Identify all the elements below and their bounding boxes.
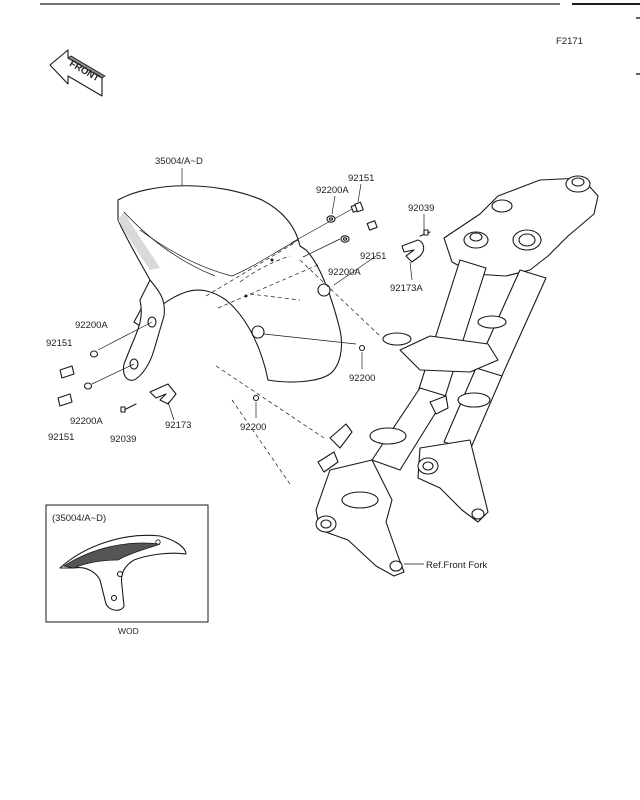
inset-fender xyxy=(59,534,187,611)
hardware-left xyxy=(57,350,260,413)
label-nut-right: 92200 xyxy=(349,373,375,384)
figure-code: F2171 xyxy=(556,36,583,47)
label-bolt-left-b: 92151 xyxy=(48,432,74,443)
label-screw-left: 92039 xyxy=(110,434,136,445)
label-washer-top-b: 92200A xyxy=(328,267,361,278)
front-arrow-icon: FRONT xyxy=(49,49,106,97)
label-bolt-top-b: 92151 xyxy=(360,251,386,262)
label-washer-left: 92200A xyxy=(75,320,108,331)
label-nut-center: 92200 xyxy=(240,422,266,433)
label-bolt-top-a: 92151 xyxy=(348,173,374,184)
inset-title: (35004/A~D) xyxy=(52,513,106,524)
label-screw-right: 92039 xyxy=(408,203,434,214)
label-washer-top-a: 92200A xyxy=(316,185,349,196)
inset-caption: WOD xyxy=(118,626,139,636)
inset-box: (35004/A~D) xyxy=(45,504,209,623)
front-fork xyxy=(315,175,599,577)
label-ref-front-fork: Ref.Front Fork xyxy=(426,560,487,571)
label-clamp-right: 92173A xyxy=(390,283,423,294)
label-washer-left-b: 92200A xyxy=(70,416,103,427)
hardware-top xyxy=(326,201,431,352)
label-clamp-left: 92173 xyxy=(165,420,191,431)
label-bolt-left-a: 92151 xyxy=(46,338,72,349)
label-fender: 35004/A~D xyxy=(155,156,203,167)
front-fender xyxy=(117,185,343,383)
